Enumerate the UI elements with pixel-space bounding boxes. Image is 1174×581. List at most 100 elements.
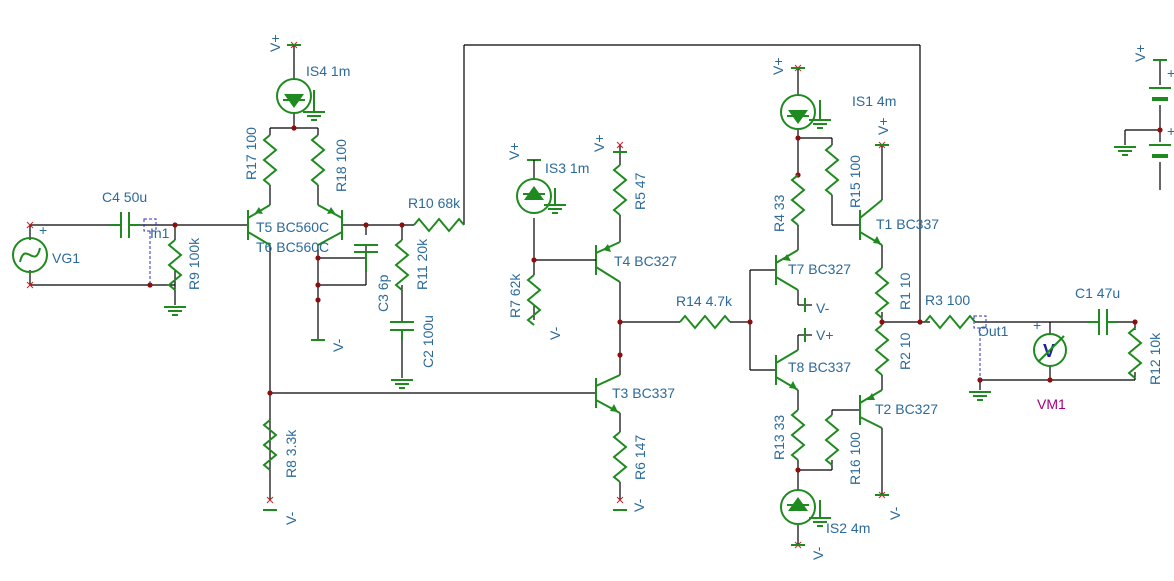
resistor-r2[interactable]: R2 10 bbox=[875, 324, 913, 376]
vplus-t8: V+ bbox=[798, 327, 834, 343]
resistor-r5[interactable]: R5 47 bbox=[613, 164, 648, 216]
vminus-label-1: V- bbox=[330, 338, 346, 352]
probe-in1[interactable]: In1 bbox=[143, 218, 170, 285]
r18-label: R18 100 bbox=[333, 139, 349, 192]
capacitor-c2[interactable]: C2 100u bbox=[390, 315, 436, 368]
r8-label: R8 3.3k bbox=[283, 429, 299, 478]
t4-label: T4 BC327 bbox=[614, 253, 677, 269]
t1-label: T1 BC337 bbox=[876, 216, 939, 232]
resistor-r6[interactable]: R6 147 bbox=[613, 431, 648, 483]
vminus-label-7: V- bbox=[810, 546, 826, 560]
transistor-t3[interactable]: T3 BC337 bbox=[595, 374, 675, 414]
vminus-t2: V- bbox=[875, 494, 903, 520]
r2-label: R2 10 bbox=[897, 332, 913, 370]
resistor-r15[interactable]: R15 100 bbox=[825, 144, 863, 208]
t3-label: T3 BC337 bbox=[612, 385, 675, 401]
r16-label: R16 100 bbox=[847, 432, 863, 485]
resistor-r16[interactable]: R16 100 bbox=[825, 414, 863, 485]
current-source-is2[interactable]: IS2 4m bbox=[780, 489, 870, 536]
transistor-t4[interactable]: T4 BC327 bbox=[572, 241, 677, 283]
resistor-r1[interactable]: R1 10 bbox=[875, 267, 913, 319]
resistor-r8[interactable]: R8 3.3k bbox=[263, 419, 299, 478]
battery-negative[interactable]: + bbox=[1149, 123, 1174, 158]
t7-label: T7 BC327 bbox=[788, 261, 851, 277]
r7-label: R7 62k bbox=[507, 273, 523, 318]
battery-plus-2: + bbox=[1167, 123, 1174, 139]
r1-label: R1 10 bbox=[897, 272, 913, 310]
current-source-is4[interactable]: IS4 1m bbox=[276, 63, 350, 121]
is4-label: IS4 1m bbox=[306, 63, 350, 79]
vm1-label: VM1 bbox=[1037, 396, 1066, 412]
r13-label: R13 33 bbox=[771, 415, 787, 460]
vminus-label-2: V- bbox=[283, 511, 299, 525]
transistor-t5[interactable]: T5 BC560C bbox=[247, 204, 329, 246]
resistor-r3[interactable]: R3 100 bbox=[924, 292, 976, 329]
current-source-is3[interactable]: IS3 1m bbox=[516, 160, 589, 214]
r14-label: R14 4.7k bbox=[676, 293, 733, 309]
vplus-r5: V+ bbox=[591, 134, 627, 153]
c3-label: C3 6p bbox=[375, 274, 391, 312]
transistor-t2[interactable]: T2 BC327 bbox=[859, 389, 938, 429]
vplus-label-7: V+ bbox=[1132, 44, 1148, 62]
pin-markers bbox=[26, 41, 886, 549]
vminus-t7: V- bbox=[798, 298, 830, 316]
resistor-r10[interactable]: R10 68k bbox=[408, 195, 465, 232]
transistor-t7[interactable]: T7 BC327 bbox=[775, 249, 851, 291]
resistor-r14[interactable]: R14 4.7k bbox=[676, 293, 733, 329]
vminus-r8: V- bbox=[263, 509, 299, 525]
vminus-r7: V- bbox=[547, 326, 563, 340]
capacitor-c1[interactable]: C1 47u bbox=[1075, 285, 1120, 335]
vplus-label-6: V+ bbox=[816, 327, 834, 343]
current-source-is1[interactable]: IS1 4m bbox=[780, 93, 896, 130]
resistor-r12[interactable]: R12 10k bbox=[1128, 327, 1163, 385]
vplus-label: V+ bbox=[267, 34, 283, 52]
resistor-r17[interactable]: R17 100 bbox=[243, 127, 277, 186]
r3-label: R3 100 bbox=[925, 292, 970, 308]
vminus-label-3: V- bbox=[547, 326, 563, 340]
vplus-is4: V+ bbox=[267, 34, 301, 52]
c2-label: C2 100u bbox=[420, 315, 436, 368]
probe-out1[interactable]: Out1 bbox=[973, 315, 1009, 380]
vplus-battery: V+ bbox=[1132, 44, 1167, 62]
transistor-t6[interactable]: T6 BC560C bbox=[256, 204, 343, 255]
transistor-t8[interactable]: T8 BC337 bbox=[775, 349, 851, 391]
c1-label: C1 47u bbox=[1075, 285, 1120, 301]
t6-label: T6 BC560C bbox=[256, 239, 329, 255]
vminus-label-6: V- bbox=[887, 506, 903, 520]
t5-label: T5 BC560C bbox=[256, 219, 329, 235]
vminus-label-4: V- bbox=[631, 498, 647, 512]
vminus-label-5: V- bbox=[816, 300, 830, 316]
vminus-is2: V- bbox=[791, 544, 826, 560]
ground-input bbox=[163, 306, 187, 316]
resistor-r18[interactable]: R18 100 bbox=[311, 134, 349, 192]
vg1-plus: + bbox=[39, 222, 47, 238]
r5-label: R5 47 bbox=[632, 172, 648, 210]
vminus-r6: V- bbox=[613, 498, 647, 512]
transistor-t1[interactable]: T1 BC337 bbox=[859, 199, 939, 246]
resistor-r7[interactable]: R7 62k bbox=[507, 273, 541, 326]
voltmeter-vm1[interactable]: V + VM1 bbox=[1033, 317, 1067, 412]
r9-label: R9 100k bbox=[186, 237, 202, 290]
in1-label: In1 bbox=[150, 225, 170, 241]
vplus-is3: V+ bbox=[506, 142, 541, 178]
vminus-diffpair: V- bbox=[311, 338, 346, 352]
resistor-r9[interactable]: R9 100k bbox=[168, 237, 202, 291]
vplus-label-3: V+ bbox=[591, 134, 607, 152]
resistor-r11[interactable]: R11 20k bbox=[395, 238, 430, 291]
resistor-r4[interactable]: R4 33 bbox=[771, 174, 805, 232]
r10-label: R10 68k bbox=[408, 195, 461, 211]
r15-label: R15 100 bbox=[847, 155, 863, 208]
capacitor-c3[interactable]: C3 6p bbox=[354, 244, 391, 312]
is3-label: IS3 1m bbox=[545, 160, 589, 176]
junctions bbox=[147, 125, 1163, 473]
capacitor-c4[interactable]: C4 50u bbox=[102, 189, 147, 238]
battery-positive[interactable]: + bbox=[1149, 65, 1174, 101]
vg1-label: VG1 bbox=[52, 250, 80, 266]
vm1-plus: + bbox=[1033, 317, 1041, 333]
r11-label: R11 20k bbox=[414, 238, 430, 290]
vplus-is1: V+ bbox=[770, 57, 805, 75]
signal-generator-vg1[interactable]: + VG1 bbox=[12, 222, 80, 273]
r17-label: R17 100 bbox=[243, 127, 259, 180]
resistor-r13[interactable]: R13 33 bbox=[771, 409, 805, 461]
vplus-label-5: V+ bbox=[875, 117, 891, 135]
